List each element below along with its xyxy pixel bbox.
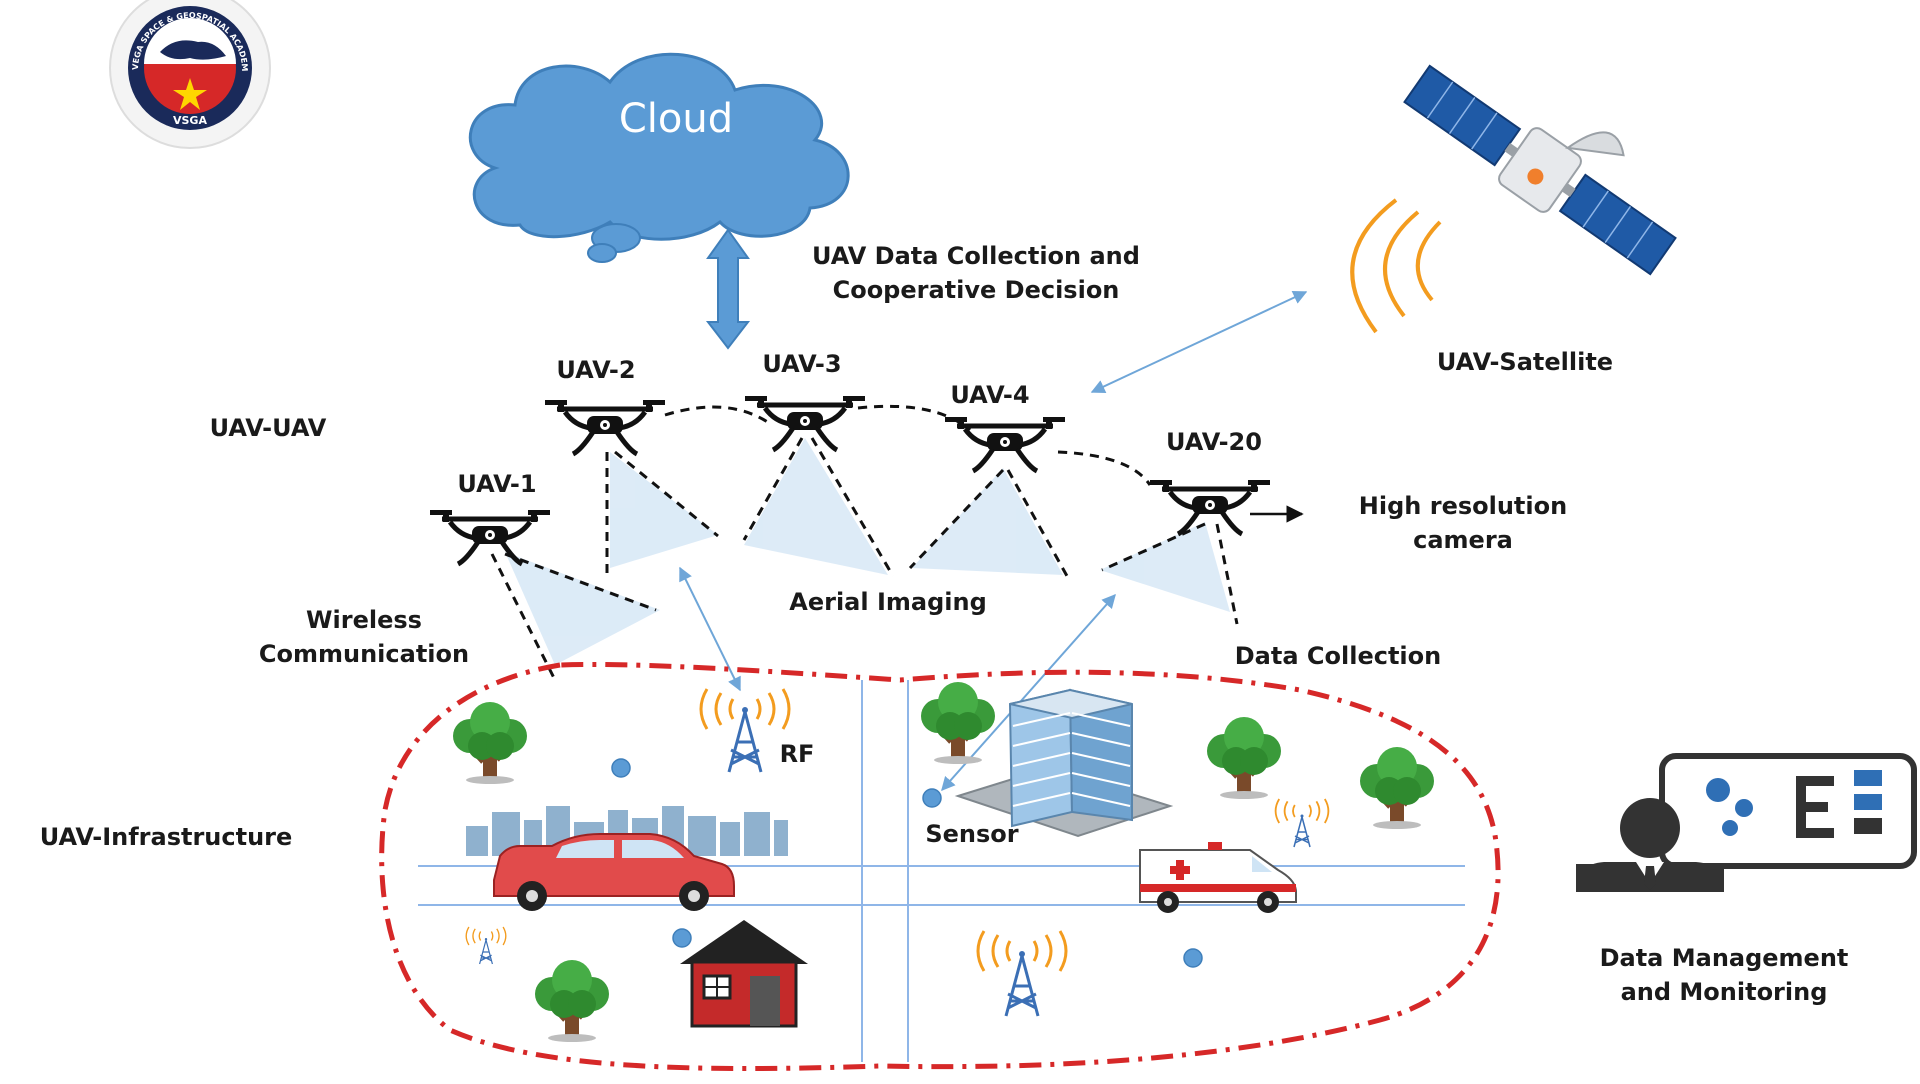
sensor-label: Sensor	[925, 820, 1018, 848]
rf-tower-icon	[699, 687, 791, 774]
monitoring-screen-icon	[1659, 753, 1917, 869]
aerial-imaging-beams	[505, 438, 1230, 665]
uav-4-drone	[945, 417, 1065, 471]
satellite-signal-icon	[1350, 198, 1442, 334]
uav-infrastructure-label: UAV-Infrastructure	[40, 823, 293, 851]
sensor-dots	[611, 758, 1203, 968]
uav-1-drone	[430, 510, 550, 564]
beam-edges	[490, 437, 1239, 681]
tree-icon	[453, 702, 527, 784]
satellite-icon	[1403, 64, 1677, 276]
cloud-icon	[468, 52, 850, 263]
uav-data-collection-line1: UAV Data Collection and	[812, 242, 1140, 270]
data-collection-label: Data Collection	[1235, 642, 1441, 670]
uav-20-label: UAV-20	[1166, 428, 1262, 456]
high-res-camera-line1: High resolution	[1359, 492, 1567, 520]
uav-data-collection-line2: Cooperative Decision	[833, 276, 1120, 304]
wireless-comm-line2: Communication	[259, 640, 469, 668]
data-management-line2: and Monitoring	[1621, 978, 1828, 1006]
uav-uav-label: UAV-UAV	[210, 414, 327, 442]
vsga-logo-icon: VSGA VEGA SPACE & GEOSPATIAL ACADEMY	[0, 0, 271, 149]
logo-abbr: VSGA	[173, 114, 207, 127]
small-tower-icon	[1274, 798, 1330, 848]
uav4-satellite-link	[1090, 290, 1308, 394]
rf-label: RF	[780, 740, 815, 768]
small-tower-icon	[465, 926, 507, 965]
tree-icon	[1207, 717, 1281, 799]
tree-icon	[1360, 747, 1434, 829]
uav-1-label: UAV-1	[457, 470, 536, 498]
wireless-comm-line1: Wireless	[306, 606, 422, 634]
cloud-label: Cloud	[619, 96, 733, 142]
car-icon	[493, 833, 735, 911]
uav-4-label: UAV-4	[950, 381, 1029, 409]
data-management-line1: Data Management	[1600, 944, 1849, 972]
high-res-camera-line2: camera	[1413, 526, 1513, 554]
tree-icon	[535, 960, 609, 1042]
uav-2-drone	[545, 400, 665, 454]
tower-icon	[976, 929, 1068, 1018]
building-icon	[954, 688, 1174, 838]
uav-3-label: UAV-3	[762, 350, 841, 378]
house-icon	[680, 920, 808, 1028]
ambulance-icon	[1139, 842, 1297, 913]
uav-rf-link	[679, 566, 741, 692]
uav-20-drone	[1150, 480, 1270, 534]
aerial-imaging-label: Aerial Imaging	[789, 588, 987, 616]
uav-2-label: UAV-2	[556, 356, 635, 384]
tree-icon	[921, 682, 995, 764]
person-icon	[1576, 798, 1724, 892]
cloud-uav-arrow	[705, 228, 751, 350]
uav-uav-links	[664, 404, 1152, 486]
uav-satellite-label: UAV-Satellite	[1437, 348, 1613, 376]
infrastructure-boundary	[379, 661, 1501, 1072]
